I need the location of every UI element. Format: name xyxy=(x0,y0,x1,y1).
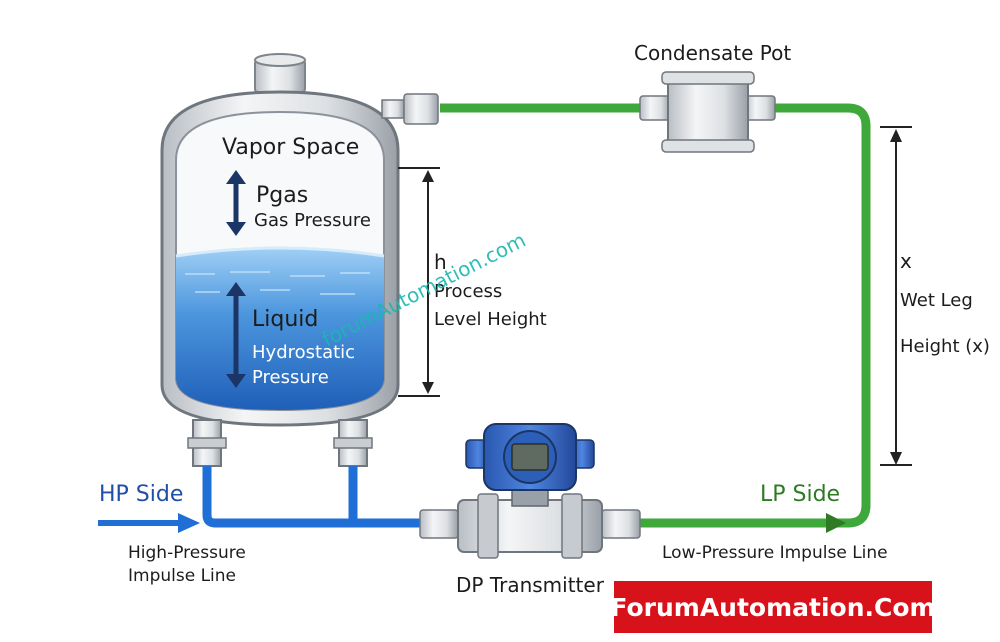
brand-banner: ForumAutomation.Com xyxy=(610,581,936,633)
condensate-pot xyxy=(639,71,776,153)
wet-leg-x-label: x xyxy=(900,249,912,273)
level-height-dimension xyxy=(398,167,440,397)
dp-transmitter xyxy=(419,423,641,559)
gas-pressure-arrow xyxy=(226,170,246,236)
liquid-fill xyxy=(176,248,384,410)
wet-leg-height-label: Height (x) xyxy=(900,336,990,357)
gas-pressure-label: Gas Pressure xyxy=(254,210,371,231)
hp-impulse-label-line2: Impulse Line xyxy=(128,566,237,586)
liquid-label: Liquid xyxy=(252,307,319,332)
lp-flow-arrow xyxy=(826,513,846,533)
process-tank xyxy=(160,53,400,427)
pressure-label: Pressure xyxy=(252,367,329,388)
tank-vapor-fitting xyxy=(381,93,439,125)
hydrostatic-label: Hydrostatic xyxy=(252,342,356,363)
pgas-label: Pgas xyxy=(256,183,309,208)
vapor-space-label: Vapor Space xyxy=(222,135,360,160)
hp-side-title: HP Side xyxy=(99,482,184,507)
hydrostatic-pressure-arrow xyxy=(226,282,246,388)
tank-legs xyxy=(187,419,373,467)
condensate-pot-label: Condensate Pot xyxy=(634,41,792,65)
hp-impulse-label-line1: High-Pressure xyxy=(128,543,246,563)
lp-side-title: LP Side xyxy=(760,482,841,507)
hp-impulse-line xyxy=(98,466,420,533)
h-label: h xyxy=(434,250,447,274)
dp-transmitter-label: DP Transmitter xyxy=(456,573,604,597)
level-height-label: Level Height xyxy=(434,309,547,330)
wet-leg-dimension xyxy=(880,126,912,466)
wet-leg-label: Wet Leg xyxy=(900,290,973,311)
lp-impulse-line xyxy=(440,103,871,533)
process-label: Process xyxy=(434,281,503,302)
hp-inlet-arrow xyxy=(178,513,200,533)
lp-impulse-label: Low-Pressure Impulse Line xyxy=(662,543,888,563)
